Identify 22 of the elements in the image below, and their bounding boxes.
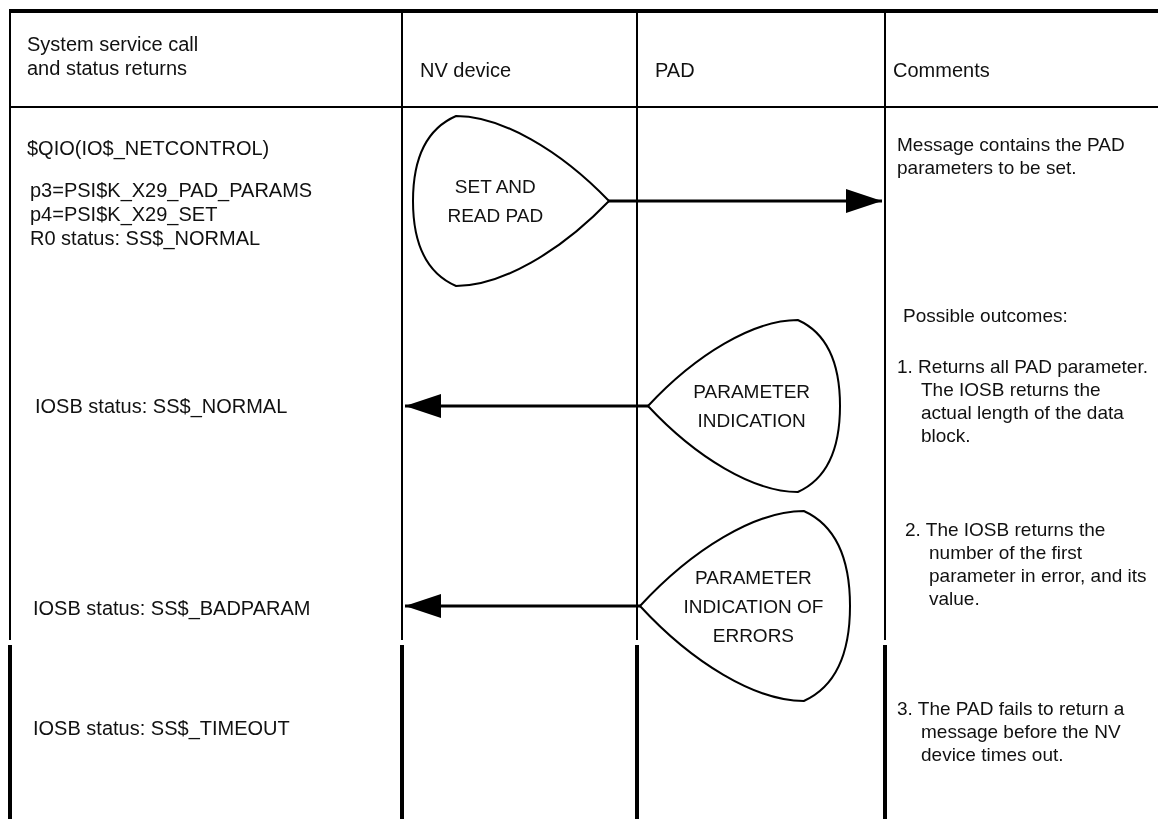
node-label: SET AND READ PAD: [446, 175, 545, 228]
status-text: $QIO(IO$_NETCONTROL): [27, 136, 271, 160]
column-header: Comments: [893, 58, 991, 82]
status-text: p3=PSI$K_X29_PAD_PARAMS: [30, 178, 314, 202]
comment-text: 1. Returns all PAD parameter. The IOSB returns the actual length of the data block.: [897, 355, 1149, 447]
node-label: PARAMETER INDICATION: [692, 380, 812, 433]
arrow: [607, 189, 882, 213]
comment-text: Possible outcomes:: [903, 304, 1069, 327]
comment-text: Message contains the PAD parameters to be set.: [897, 133, 1126, 179]
column-header: System service call and status returns: [27, 32, 200, 80]
column-header: PAD: [655, 58, 696, 82]
node-label: PARAMETER INDICATION OF ERRORS: [682, 565, 825, 648]
comment-text: 2. The IOSB returns the number of the first parameter in error, and its value.: [905, 518, 1148, 610]
arrow: [405, 594, 642, 618]
status-text: IOSB status: SS$_BADPARAM: [33, 596, 312, 620]
status-text: IOSB status: SS$_TIMEOUT: [33, 716, 291, 740]
arrow: [405, 394, 650, 418]
status-text: p4=PSI$K_X29_SET: [30, 202, 219, 226]
status-text: IOSB status: SS$_NORMAL: [35, 394, 289, 418]
column-header: NV device: [420, 58, 513, 82]
comment-text: 3. The PAD fails to return a message before the NV device times out.: [897, 697, 1126, 766]
status-text: R0 status: SS$_NORMAL: [30, 226, 262, 250]
